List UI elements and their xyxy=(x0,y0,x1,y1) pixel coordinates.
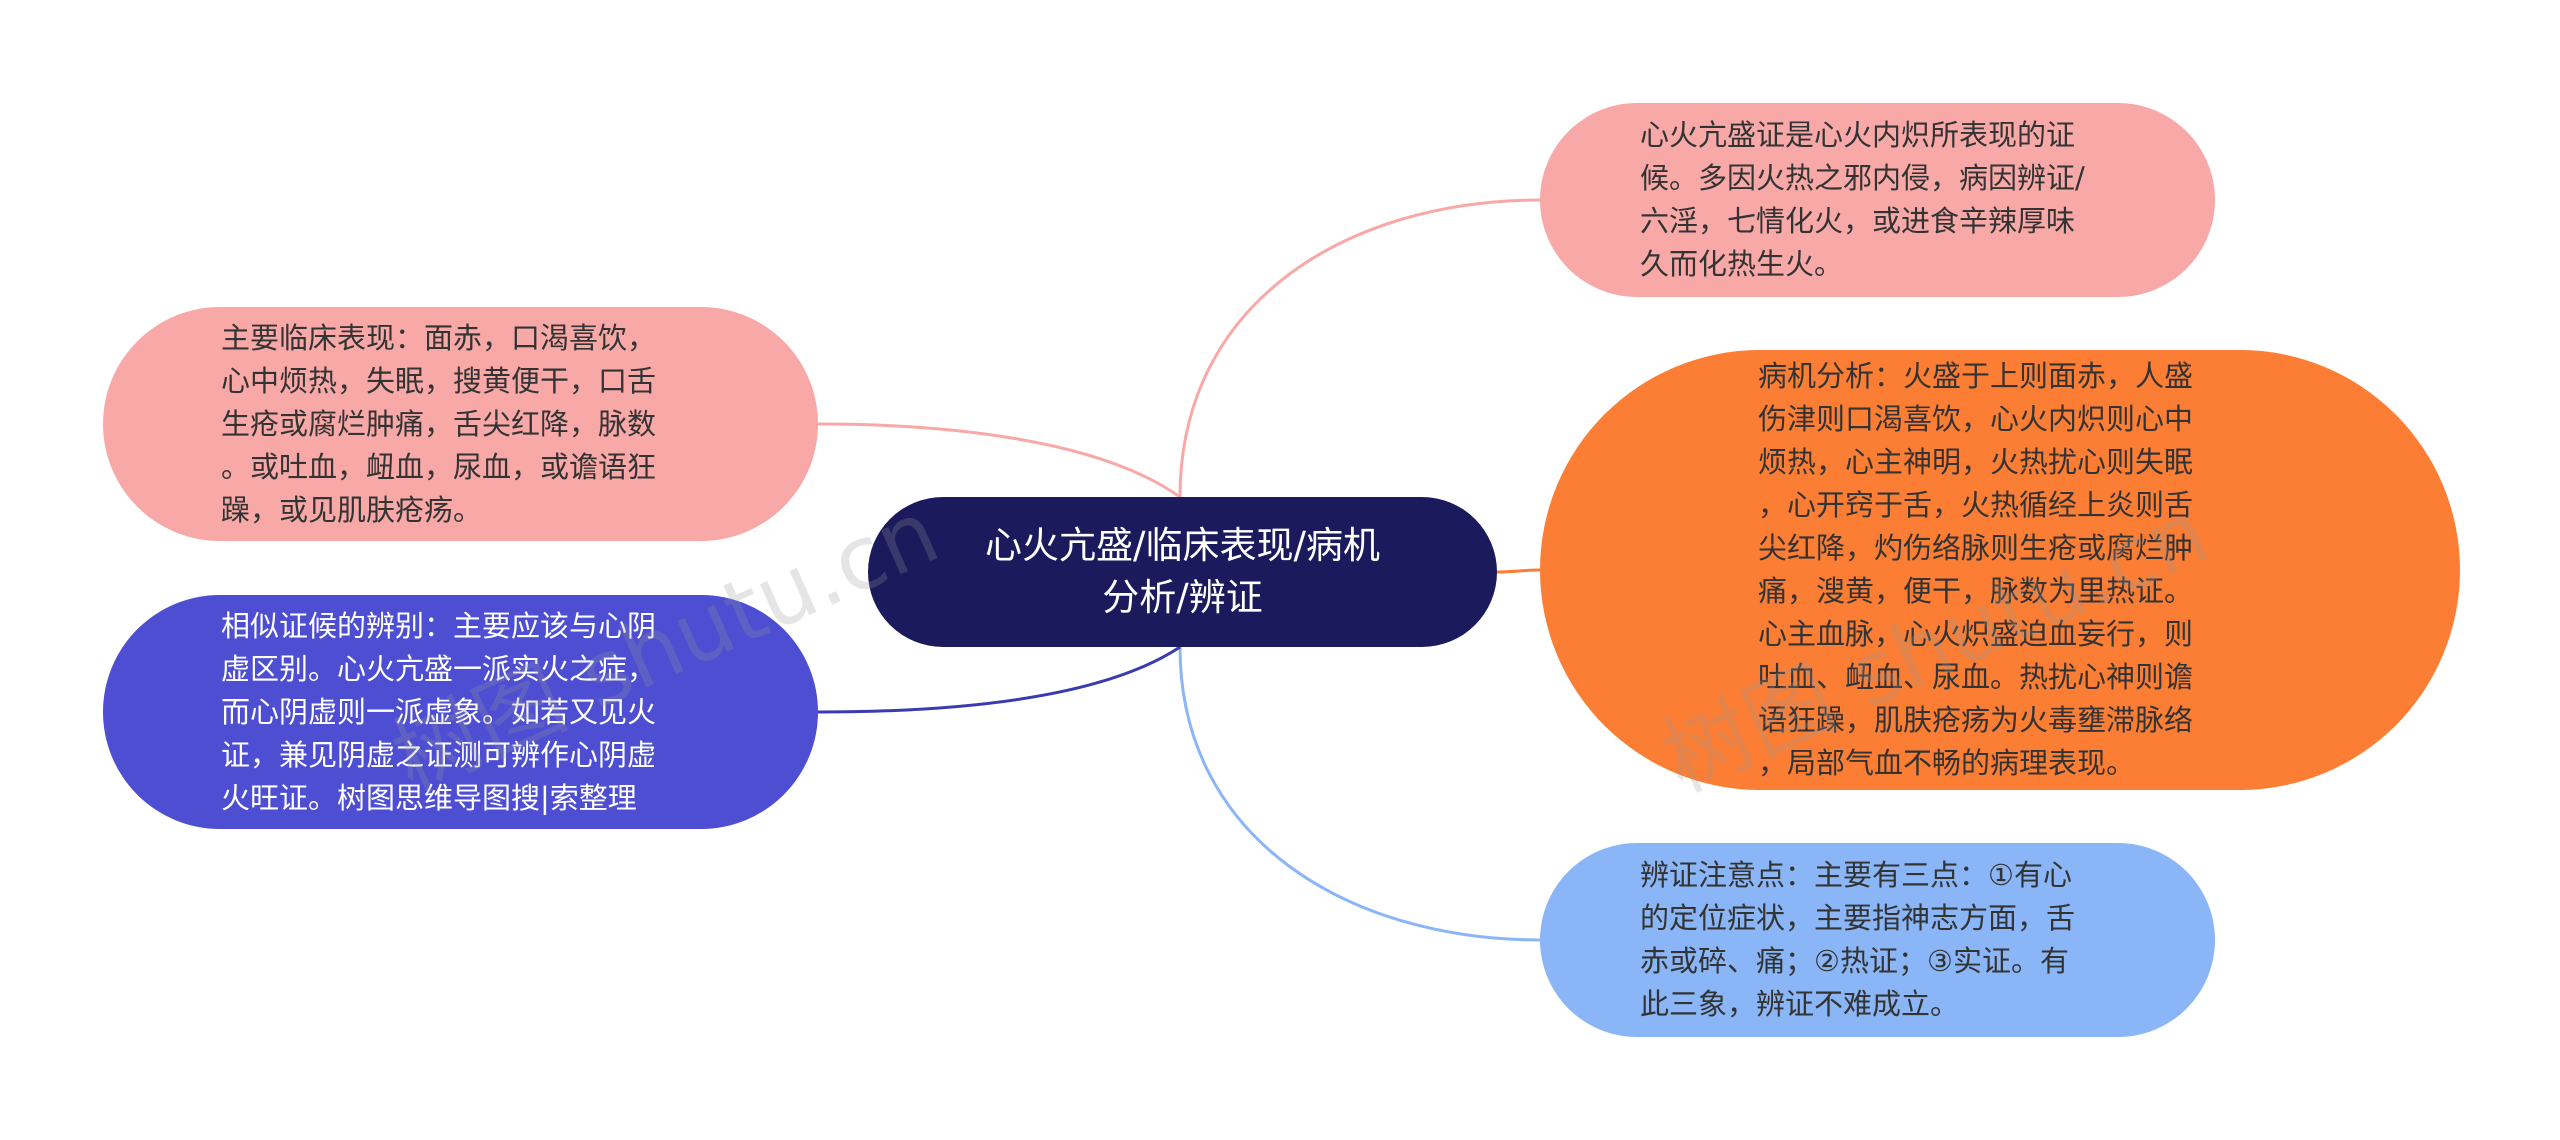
node-key-points-text: 辨证注意点：主要有三点：①有心 的定位症状，主要指神志方面，舌 赤或碎、痛；②热… xyxy=(1640,858,2076,1021)
link-differentiation xyxy=(817,645,1181,714)
node-clinical-text: 主要临床表现：面赤，口渴喜饮， 心中烦热，失眠，搜黄便干，口舌 生疮或腐烂肿痛，… xyxy=(221,320,657,527)
root-topic[interactable]: 心火亢盛/临床表现/病机 分析/辨证 xyxy=(868,497,1497,647)
link-clinical xyxy=(817,422,1181,499)
link-etiology xyxy=(1178,198,1541,498)
root-topic-label: 心火亢盛/临床表现/病机 分析/辨证 xyxy=(985,524,1380,619)
node-differentiation-text: 相似证候的辨别：主要应该与心阴 虚区别。心火亢盛一派实火之症， 而心阴虚则一派虚… xyxy=(221,608,657,815)
node-etiology-text: 心火亢盛证是心火内炽所表现的证 候。多因火热之邪内侵，病因辨证/ 六淫，七情化火… xyxy=(1640,118,2085,281)
node-clinical[interactable]: 主要临床表现：面赤，口渴喜饮， 心中烦热，失眠，搜黄便干，口舌 生疮或腐烂肿痛，… xyxy=(103,307,818,541)
node-differentiation[interactable]: 相似证候的辨别：主要应该与心阴 虚区别。心火亢盛一派实火之症， 而心阴虚则一派虚… xyxy=(103,595,818,829)
node-pathogenesis[interactable]: 病机分析：火盛于上则面赤，人盛 伤津则口渴喜饮，心火内炽则心中 烦热，心主神明，… xyxy=(1540,350,2460,790)
link-pathogenesis xyxy=(1496,568,1541,574)
node-etiology[interactable]: 心火亢盛证是心火内炽所表现的证 候。多因火热之邪内侵，病因辨证/ 六淫，七情化火… xyxy=(1540,103,2215,297)
link-key-points xyxy=(1178,646,1541,942)
node-key-points[interactable]: 辨证注意点：主要有三点：①有心 的定位症状，主要指神志方面，舌 赤或碎、痛；②热… xyxy=(1540,843,2215,1037)
node-pathogenesis-text: 病机分析：火盛于上则面赤，人盛 伤津则口渴喜饮，心火内炽则心中 烦热，心主神明，… xyxy=(1758,359,2194,780)
